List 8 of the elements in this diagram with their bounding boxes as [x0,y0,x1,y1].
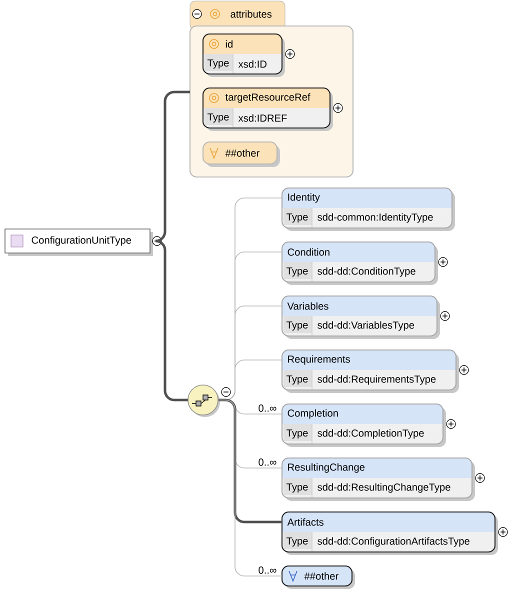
occurrence-label: 0..∞ [258,404,276,412]
sequence-compositor [188,384,220,417]
connector [154,240,188,402]
connector [218,400,282,576]
occurrence-label: 0..∞ [258,458,276,466]
occurrence-label: 0..∞ [258,566,276,574]
connector [218,398,282,524]
group-name: attributes [230,10,272,18]
